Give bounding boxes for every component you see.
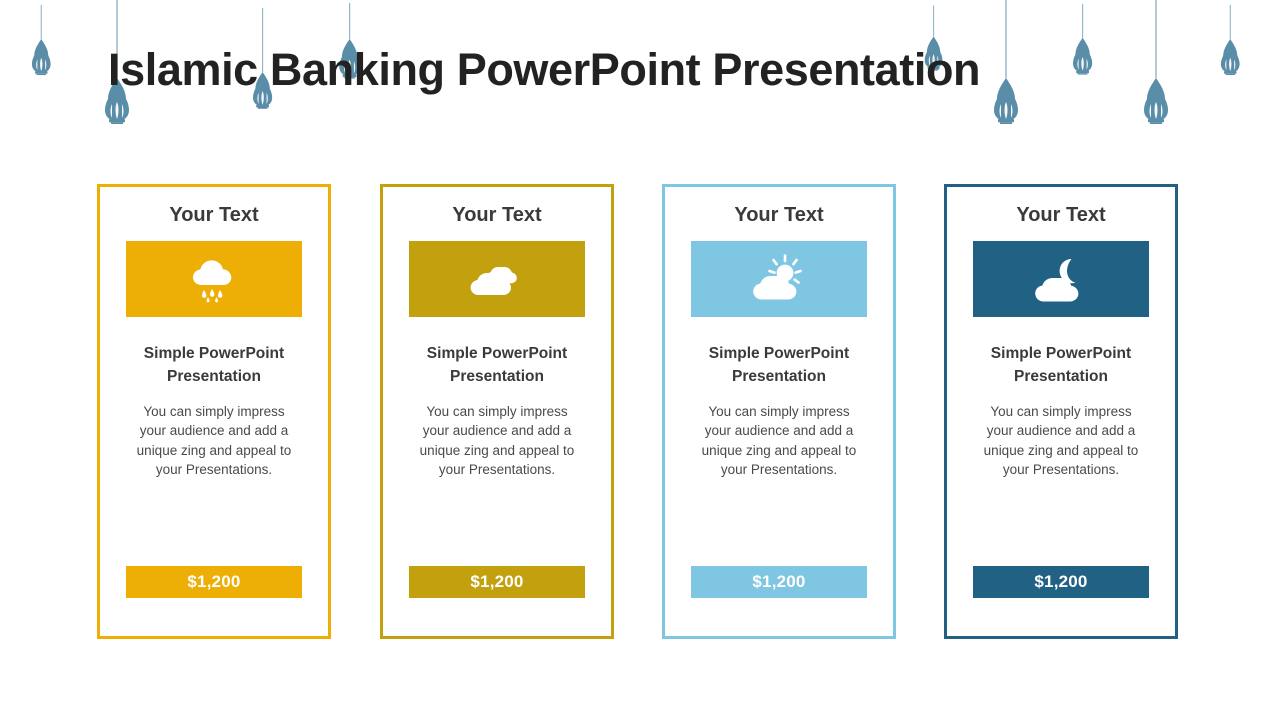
sun-behind-cloud-icon bbox=[691, 241, 867, 317]
rain-cloud-icon bbox=[126, 241, 302, 317]
card-title: Your Text bbox=[1016, 204, 1106, 226]
lantern-icon bbox=[28, 0, 55, 85]
price-button[interactable]: $1,200 bbox=[691, 566, 867, 598]
page-title: Islamic Banking PowerPoint Presentation bbox=[108, 44, 981, 95]
price-button[interactable]: $1,200 bbox=[126, 566, 302, 598]
card-body-text: You can simply impress your audience and… bbox=[701, 404, 857, 477]
card-subtitle: Simple PowerPoint Presentation bbox=[708, 345, 850, 385]
lantern-icon bbox=[1139, 0, 1173, 129]
card-subtitle: Simple PowerPoint Presentation bbox=[426, 345, 568, 385]
price-button[interactable]: $1,200 bbox=[409, 566, 585, 598]
card-title: Your Text bbox=[452, 204, 542, 226]
lantern-icon bbox=[1069, 0, 1096, 84]
card-body-text: You can simply impress your audience and… bbox=[983, 404, 1139, 477]
clouds-icon bbox=[409, 241, 585, 317]
lantern-icon bbox=[1217, 0, 1244, 85]
card-title: Your Text bbox=[169, 204, 259, 226]
lantern-icon bbox=[989, 0, 1023, 129]
price-button[interactable]: $1,200 bbox=[973, 566, 1149, 598]
card-title: Your Text bbox=[734, 204, 824, 226]
card-body-text: You can simply impress your audience and… bbox=[136, 404, 292, 477]
card-subtitle: Simple PowerPoint Presentation bbox=[990, 345, 1132, 385]
card-subtitle: Simple PowerPoint Presentation bbox=[143, 345, 285, 385]
card-body-text: You can simply impress your audience and… bbox=[419, 404, 575, 477]
moon-cloud-icon bbox=[973, 241, 1149, 317]
